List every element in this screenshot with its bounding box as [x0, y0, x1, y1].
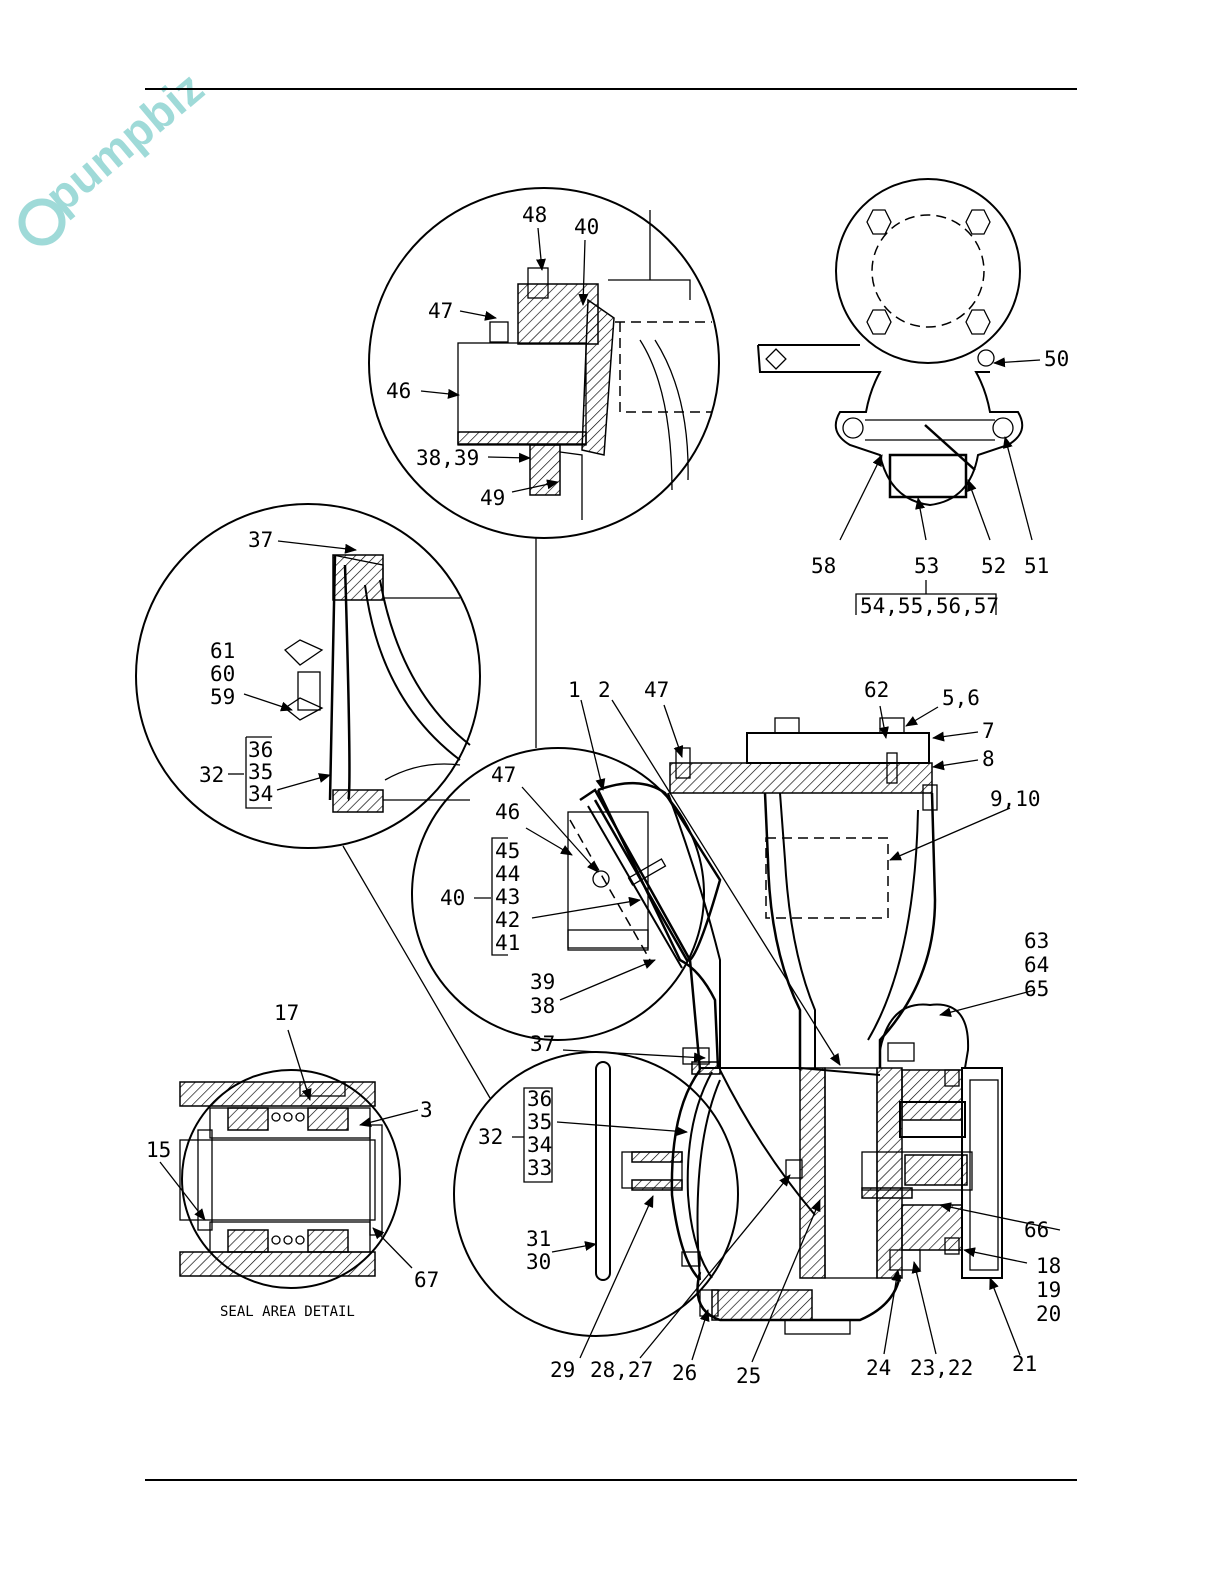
callout-66: 66 — [1024, 1218, 1049, 1242]
callout-50: 50 — [1044, 347, 1069, 371]
callout-49: 49 — [480, 486, 505, 510]
callout-23-22: 23,22 — [910, 1356, 973, 1380]
callout-7: 7 — [982, 719, 995, 743]
callout-3: 3 — [420, 1098, 433, 1122]
callout-38-39: 38,39 — [416, 446, 479, 470]
callout-34-lower: 34 — [527, 1133, 552, 1157]
callout-31: 31 — [526, 1227, 551, 1251]
callout-52: 52 — [981, 554, 1006, 578]
callout-53: 53 — [914, 554, 939, 578]
callout-61: 61 — [210, 639, 235, 663]
header-rule — [145, 88, 1077, 90]
callout-54-57: 54,55,56,57 — [860, 594, 999, 618]
callout-17: 17 — [274, 1001, 299, 1025]
callout-59: 59 — [210, 685, 235, 709]
callout-64: 64 — [1024, 953, 1049, 977]
callout-35-lower: 35 — [527, 1110, 552, 1134]
callout-63: 63 — [1024, 929, 1049, 953]
callout-46-check: 46 — [495, 800, 520, 824]
callout-35: 35 — [248, 760, 273, 784]
callout-1: 1 — [568, 678, 581, 702]
discharge-flange-view — [758, 179, 1022, 505]
callout-43: 43 — [495, 885, 520, 909]
callout-18: 18 — [1036, 1254, 1061, 1278]
seal-detail-circle — [180, 1070, 400, 1288]
callout-28-27: 28,27 — [590, 1358, 653, 1382]
callout-44: 44 — [495, 862, 520, 886]
callout-33: 33 — [527, 1156, 552, 1180]
callout-5-6: 5,6 — [942, 686, 980, 710]
callout-36-lower: 36 — [527, 1087, 552, 1111]
callout-8: 8 — [982, 747, 995, 771]
callout-19: 19 — [1036, 1278, 1061, 1302]
cover-plate-detail-circle — [454, 1048, 738, 1336]
callout-32-lower: 32 — [478, 1125, 503, 1149]
callout-20: 20 — [1036, 1302, 1061, 1326]
callout-67: 67 — [414, 1268, 439, 1292]
callout-40-check: 40 — [440, 886, 465, 910]
callout-48: 48 — [522, 203, 547, 227]
callout-46: 46 — [386, 379, 411, 403]
callout-51: 51 — [1024, 554, 1049, 578]
callout-60: 60 — [210, 662, 235, 686]
callout-47-check: 47 — [491, 763, 516, 787]
callout-62: 62 — [864, 678, 889, 702]
callout-21: 21 — [1012, 1352, 1037, 1376]
callout-9-10: 9,10 — [990, 787, 1041, 811]
callout-41: 41 — [495, 931, 520, 955]
callout-26: 26 — [672, 1361, 697, 1385]
callout-65: 65 — [1024, 977, 1049, 1001]
callout-36: 36 — [248, 738, 273, 762]
footer-rule — [145, 1479, 1077, 1481]
callout-47-body: 47 — [644, 678, 669, 702]
cover-detail-circle — [136, 504, 490, 1098]
callout-40: 40 — [574, 215, 599, 239]
callout-38: 38 — [530, 994, 555, 1018]
callout-24: 24 — [866, 1356, 891, 1380]
callout-47: 47 — [428, 299, 453, 323]
callout-32: 32 — [199, 763, 224, 787]
callout-42: 42 — [495, 908, 520, 932]
pump-casing-section — [580, 718, 1002, 1334]
callout-29: 29 — [550, 1358, 575, 1382]
callout-15: 15 — [146, 1138, 171, 1162]
callout-58: 58 — [811, 554, 836, 578]
callout-30: 30 — [526, 1250, 551, 1274]
seal-area-detail-caption: SEAL AREA DETAIL — [220, 1304, 355, 1320]
callout-37-lower: 37 — [530, 1032, 555, 1056]
callout-34: 34 — [248, 782, 273, 806]
callout-2: 2 — [598, 678, 611, 702]
callout-45: 45 — [495, 839, 520, 863]
callout-39: 39 — [530, 970, 555, 994]
callout-25: 25 — [736, 1364, 761, 1388]
watermark-text: pumpbiz — [35, 61, 213, 222]
callout-37: 37 — [248, 528, 273, 552]
